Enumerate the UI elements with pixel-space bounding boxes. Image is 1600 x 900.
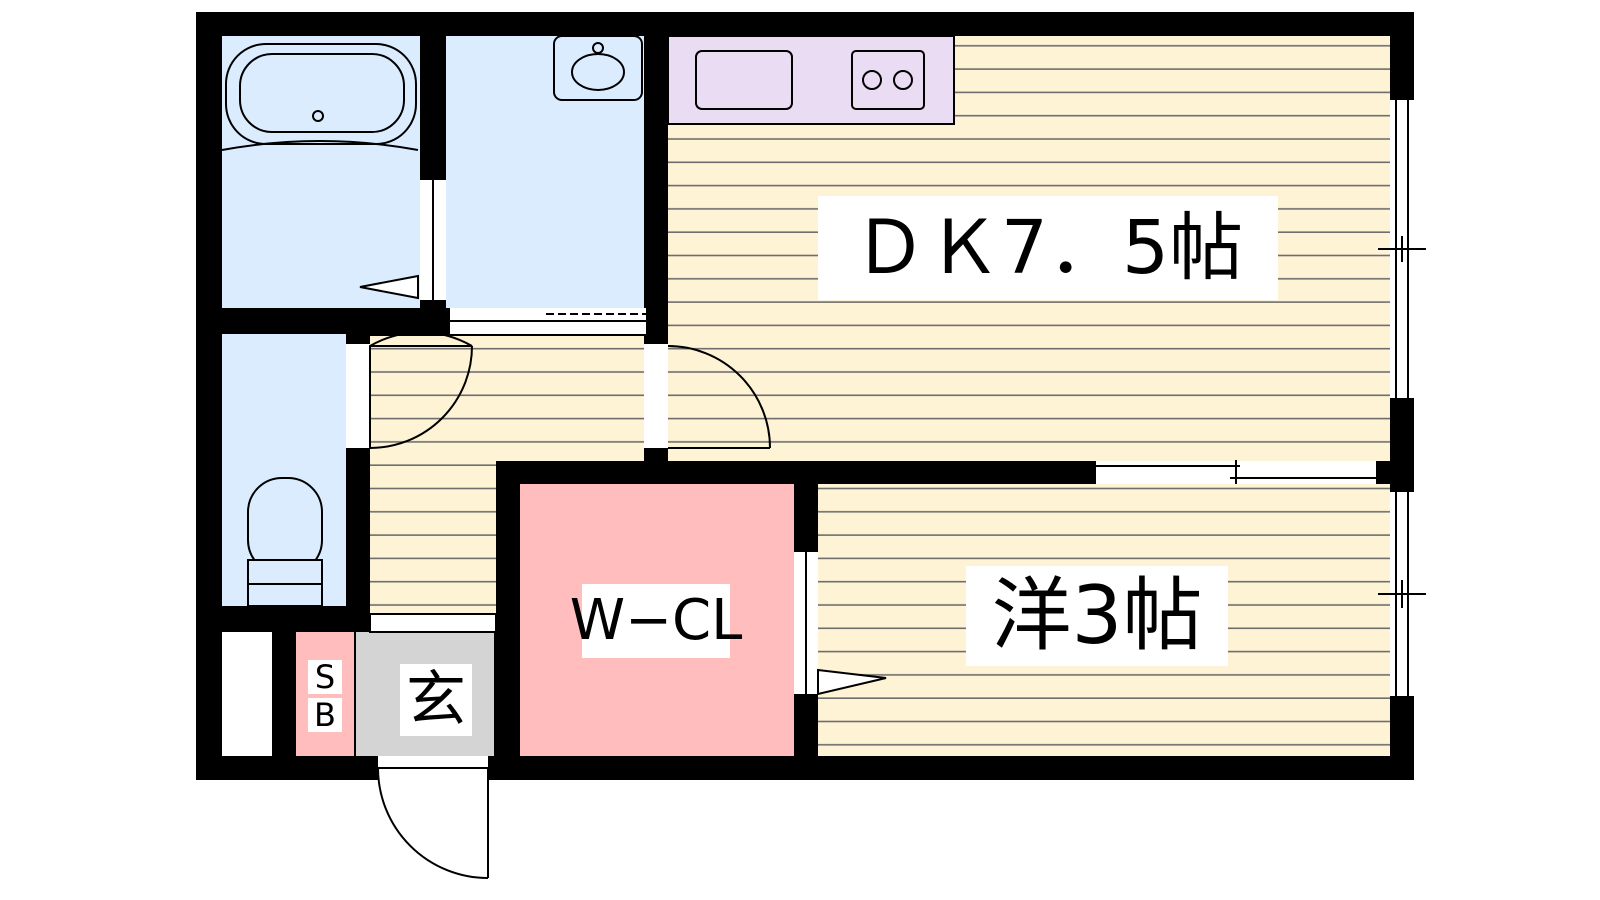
toilet-door-gap — [346, 344, 370, 448]
faucet-icon — [592, 42, 604, 54]
bath-door-swing — [359, 274, 419, 300]
shoe-box-label-top: S — [308, 660, 342, 694]
wall-storage-shoe — [272, 632, 296, 756]
wall-hall-closet — [496, 461, 520, 756]
dk-door-gap — [644, 344, 668, 448]
hall-floor — [370, 336, 668, 461]
front-door-arc — [377, 767, 489, 879]
toilet-door-arc — [369, 345, 473, 449]
shoe-box-area — [296, 632, 354, 756]
hall-lower-floor — [370, 461, 496, 614]
washbasin-icon — [553, 35, 643, 101]
dk-door-arc — [667, 345, 771, 449]
burner-left-icon — [862, 70, 882, 90]
sink-icon — [695, 50, 793, 110]
toilet-door-swing — [369, 331, 473, 448]
washroom-floor — [446, 36, 644, 308]
shoe-box-label-bottom: B — [308, 698, 342, 732]
western-room-label: 洋3帖 — [966, 566, 1228, 666]
wall-dk-bottom — [496, 461, 1092, 484]
wall-wash-dk — [644, 36, 668, 336]
entrance-label: 玄 — [400, 664, 472, 736]
hall-entrance-step — [369, 613, 497, 633]
dk-room-label: ＤＫ7．5帖 — [818, 196, 1278, 300]
closet-door-swing — [817, 668, 887, 696]
burner-right-icon — [893, 70, 913, 90]
bathroom-floor — [222, 36, 420, 308]
drain-icon — [312, 110, 324, 122]
bathtub-icon — [225, 43, 417, 145]
wall-toilet-bottom — [196, 606, 370, 632]
bath-step-line — [221, 140, 419, 151]
stove-icon — [851, 50, 925, 110]
bathtub-inner-icon — [239, 53, 405, 133]
walk-in-closet-label: W−CL — [570, 584, 742, 658]
storage-left — [222, 632, 272, 756]
